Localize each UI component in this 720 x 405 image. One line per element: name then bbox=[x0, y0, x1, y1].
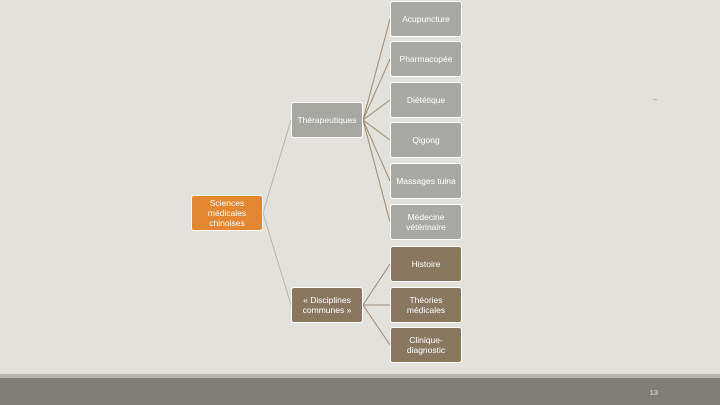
connector-therapeutiques-acupuncture bbox=[362, 18, 391, 121]
node-histoire: Histoire bbox=[390, 246, 462, 282]
node-root: Sciences médicales chinoises bbox=[191, 195, 263, 231]
connector-disciplines-histoire bbox=[362, 263, 391, 306]
stray-dash-mark: – bbox=[653, 95, 658, 104]
footer-band bbox=[0, 374, 720, 378]
node-pharmacopee: Pharmacopée bbox=[390, 41, 462, 77]
connector-therapeutiques-massages bbox=[362, 119, 391, 182]
node-disciplines-communes: « Disciplines communes » bbox=[291, 287, 363, 323]
connector-therapeutiques-pharmacopee bbox=[362, 58, 391, 121]
node-histoire-label: Histoire bbox=[411, 259, 441, 269]
connector-therapeutiques-qigong bbox=[362, 119, 391, 141]
node-clinique-diagnostic: Clinique-diagnostic bbox=[390, 327, 462, 363]
connector-therapeutiques-dietetique bbox=[362, 99, 391, 121]
node-dietetique-label: Diététique bbox=[406, 95, 446, 105]
node-disciplines-communes-label: « Disciplines communes » bbox=[302, 295, 352, 315]
node-medecine-veterinaire: Médecine vétérinaire bbox=[390, 204, 462, 240]
node-acupuncture: Acupuncture bbox=[390, 1, 462, 37]
node-massages-tuina: Massages tuina bbox=[390, 163, 462, 199]
node-qigong-label: Qigong bbox=[412, 135, 440, 145]
connector-root-disciplines bbox=[262, 212, 292, 306]
node-root-label: Sciences médicales chinoises bbox=[207, 198, 247, 228]
node-qigong: Qigong bbox=[390, 122, 462, 158]
connector-therapeutiques-veterinaire bbox=[362, 119, 391, 223]
node-therapeutiques-label: Thérapeutiques bbox=[297, 115, 357, 125]
node-theories-medicales: Théories médicales bbox=[390, 287, 462, 323]
node-acupuncture-label: Acupuncture bbox=[402, 14, 450, 24]
node-medecine-veterinaire-label: Médecine vétérinaire bbox=[406, 212, 446, 232]
connector-root-therapeutiques bbox=[262, 119, 292, 214]
connector-disciplines-clinique bbox=[362, 304, 391, 346]
node-dietetique: Diététique bbox=[390, 82, 462, 118]
node-massages-tuina-label: Massages tuina bbox=[396, 176, 456, 186]
node-clinique-diagnostic-label: Clinique-diagnostic bbox=[406, 335, 446, 355]
node-theories-medicales-label: Théories médicales bbox=[406, 295, 446, 315]
node-pharmacopee-label: Pharmacopée bbox=[399, 54, 453, 64]
page-number: 13 bbox=[649, 388, 658, 397]
node-therapeutiques: Thérapeutiques bbox=[291, 102, 363, 138]
footer-bar bbox=[0, 378, 720, 405]
